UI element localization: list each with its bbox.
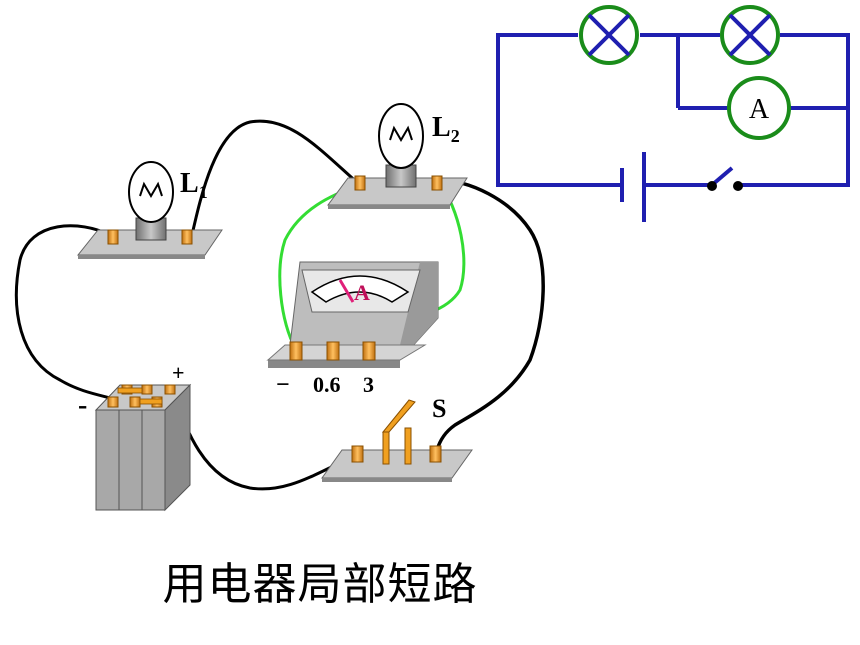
schematic-battery-symbol	[620, 152, 646, 222]
wire-l1-battery	[14, 224, 119, 402]
green-wire-left	[278, 183, 361, 351]
switch-label: S	[432, 394, 446, 423]
lamp-l1-label: L1	[180, 168, 208, 202]
wire-l1-l2	[190, 119, 361, 236]
ammeter: A − 0.6 3	[266, 261, 439, 398]
switch-s: S	[321, 394, 473, 482]
wire-l2-switch	[435, 178, 545, 451]
terminal-label-0-6: 0.6	[313, 372, 341, 397]
ammeter-terminal-0-6	[326, 341, 340, 361]
terminal-label-3: 3	[363, 372, 374, 397]
ammeter-dial-letter: A	[354, 280, 370, 305]
schematic-ammeter-label: A	[749, 94, 770, 125]
battery-pack: - +	[78, 360, 192, 512]
battery-minus-label: -	[78, 390, 87, 421]
lamp-l2-label: L2	[432, 112, 460, 146]
battery-plus-label: +	[172, 360, 185, 385]
caption: 用电器局部短路	[0, 548, 860, 612]
ammeter-terminal-minus	[289, 341, 303, 361]
schematic-diagram: A	[496, 5, 850, 222]
caption-text: 用电器局部短路	[162, 559, 478, 610]
lamp-l2: L2	[327, 103, 468, 209]
terminal-label-minus: −	[276, 372, 290, 398]
schematic-wires	[496, 33, 850, 187]
schematic-lamp-1-symbol	[579, 5, 639, 65]
ammeter-terminal-3	[362, 341, 376, 361]
schematic-ammeter-symbol: A	[727, 76, 791, 140]
schematic-switch-symbol	[707, 181, 743, 191]
connecting-wires	[14, 119, 545, 491]
schematic-lamp-2-symbol	[720, 5, 780, 65]
lamp-l1: L1	[76, 161, 223, 259]
